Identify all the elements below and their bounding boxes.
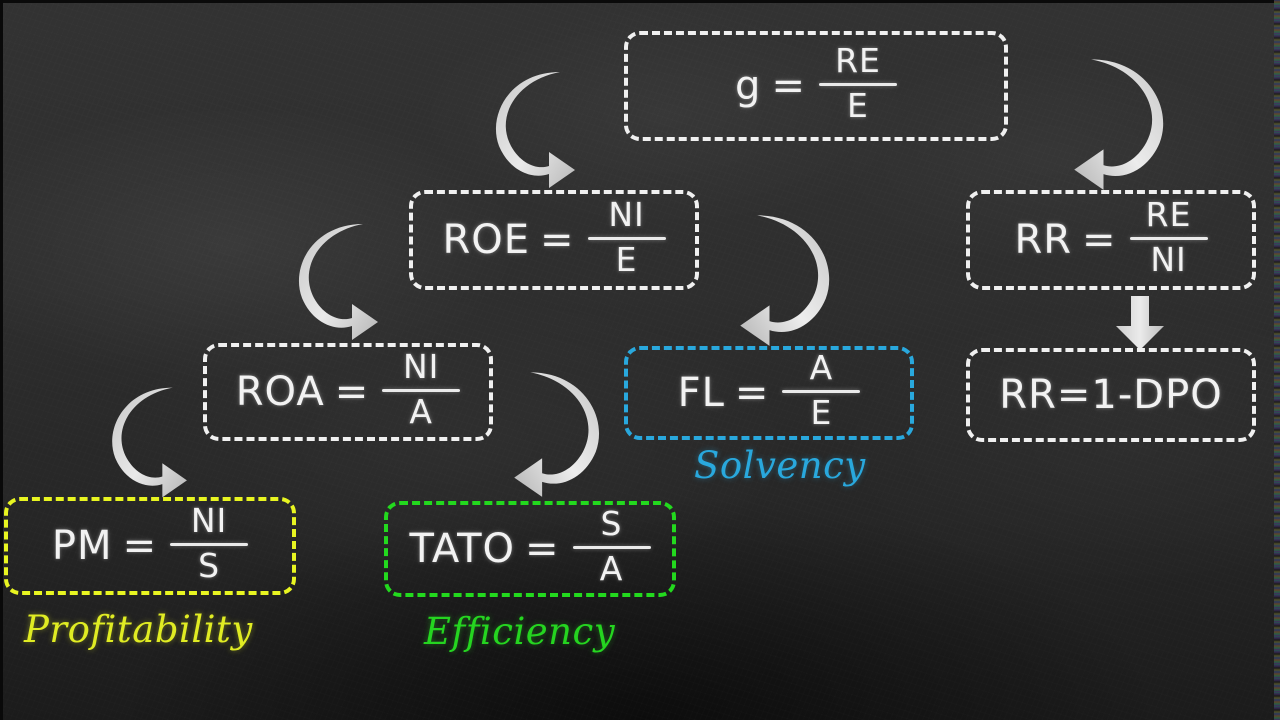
arrow-rr-to-payout	[1112, 296, 1168, 352]
equation-roe: ROE = NI E	[442, 195, 666, 279]
formula-box-growth[interactable]: g = RE E	[624, 31, 1008, 141]
caption-profitability: Profitability	[24, 608, 253, 651]
fraction: NI S	[170, 501, 249, 585]
equation-lhs: ROE	[442, 217, 531, 263]
fraction-numerator: RE	[835, 41, 881, 81]
fraction-numerator: NI	[190, 501, 228, 541]
equation-total-asset-turnover: TATO = S A	[409, 504, 651, 588]
fraction-bar	[587, 237, 666, 240]
fraction-bar	[382, 389, 461, 392]
board-top-edge	[0, 0, 1280, 3]
board-right-edge-artifact	[1274, 0, 1280, 720]
formula-box-roa[interactable]: ROA = NI A	[203, 343, 493, 441]
fraction-bar	[782, 390, 861, 393]
fraction-denominator: E	[615, 240, 638, 279]
fraction-bar	[170, 543, 249, 546]
equation-lhs: PM	[51, 523, 113, 569]
fraction-denominator: S	[198, 546, 221, 585]
equation-financial-leverage: FL = A E	[677, 348, 861, 432]
fraction-numerator: RE	[1145, 195, 1192, 235]
arrow-roa-to-pm	[112, 382, 189, 498]
equals-sign: =	[540, 217, 574, 263]
formula-box-roe[interactable]: ROE = NI E	[409, 190, 699, 290]
fraction-numerator: A	[809, 348, 834, 388]
fraction-denominator: E	[847, 86, 869, 125]
fraction-denominator: E	[810, 393, 833, 432]
equation-lhs: ROA	[235, 369, 325, 415]
equals-sign: =	[122, 523, 157, 569]
equals-sign: =	[334, 369, 369, 415]
caption-efficiency: Efficiency	[424, 610, 616, 653]
formula-box-total-asset-turnover[interactable]: TATO = S A	[384, 501, 676, 597]
equation-profit-margin: PM = NI S	[51, 501, 249, 585]
formula-box-retention-ratio[interactable]: RR = RE NI	[966, 190, 1256, 290]
arrow-roa-to-tato	[512, 366, 600, 497]
equation-lhs: RR	[1014, 217, 1073, 263]
equation-lhs: g	[735, 63, 762, 109]
caption-solvency: Solvency	[694, 444, 866, 487]
fraction: S A	[572, 504, 651, 588]
equals-sign: =	[734, 370, 769, 416]
equals-sign: =	[771, 63, 805, 109]
fraction-bar	[818, 83, 897, 86]
equation-growth: g = RE E	[735, 41, 897, 125]
arrow-roe-to-fl	[738, 208, 830, 346]
formula-box-retention-payout[interactable]: RR=1-DPO	[966, 348, 1256, 442]
arrow-roe-to-roa	[298, 218, 380, 340]
fraction: RE NI	[1129, 195, 1208, 279]
equals-sign: =	[1082, 217, 1116, 263]
fraction: NI E	[587, 195, 666, 279]
fraction: NI A	[382, 347, 461, 431]
formula-box-financial-leverage[interactable]: FL = A E	[624, 346, 914, 440]
equation-roa: ROA = NI A	[235, 347, 461, 431]
fraction-numerator: NI	[608, 195, 645, 235]
board-left-edge	[0, 0, 3, 720]
fraction-denominator: NI	[1150, 240, 1187, 279]
fraction-numerator: NI	[403, 347, 440, 387]
formula-box-profit-margin[interactable]: PM = NI S	[4, 497, 296, 595]
equation-lhs: FL	[677, 370, 725, 416]
equation-lhs: TATO	[409, 526, 515, 572]
equation-retention-payout: RR=1-DPO	[999, 372, 1222, 418]
fraction-denominator: A	[409, 392, 433, 431]
equals-sign: =	[525, 526, 559, 572]
equation-retention-ratio: RR = RE NI	[1014, 195, 1208, 279]
equation-text: RR=1-DPO	[999, 372, 1223, 418]
fraction-numerator: S	[600, 504, 623, 544]
fraction-bar	[572, 546, 651, 549]
arrow-g-to-roe	[495, 66, 577, 188]
fraction-bar	[1129, 237, 1208, 240]
fraction-denominator: A	[599, 549, 624, 588]
fraction: A E	[782, 348, 861, 432]
arrow-g-to-rr	[1072, 52, 1164, 190]
fraction: RE E	[818, 41, 897, 125]
